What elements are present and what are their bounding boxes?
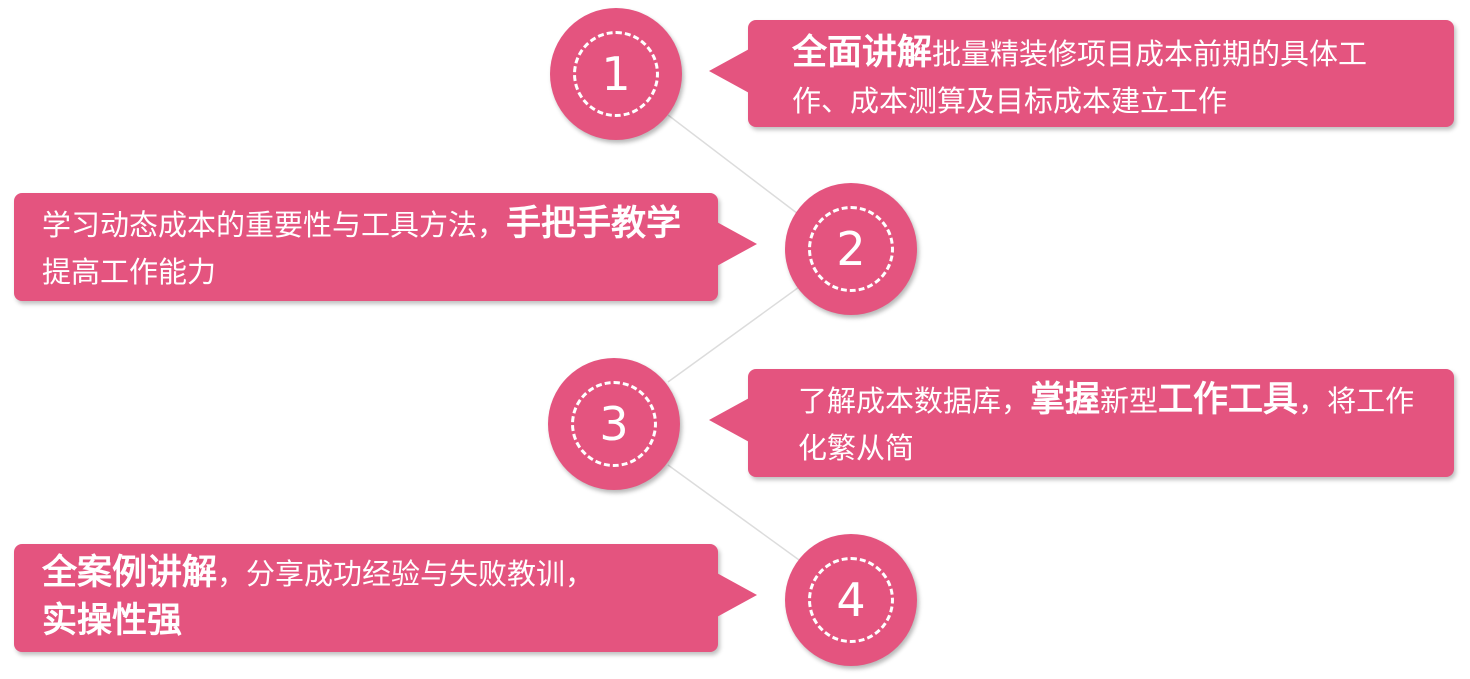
step-4-text: 全案例讲解，分享成功经验与失败教训， 实操性强 [42,550,698,646]
step-4-bold: 全案例讲解 [42,553,218,593]
step-3-body: 了解成本数据库， [798,384,1031,418]
step-3-body-3: ，将工作化繁从简 [798,384,1415,465]
step-3-body-2: 新型 [1100,384,1159,418]
step-4-bold-2: 实操性强 [42,601,183,641]
step-1-body: 批量精装修项目成本前期的具体工作、成本测算及目标成本建立工作 [792,37,1368,118]
step-3-tail [709,397,751,443]
step-1-number: 1 [573,31,659,117]
step-1-bold: 全面讲解 [792,33,933,73]
step-4-tail [715,572,757,618]
step-4-circle: 4 [785,534,917,666]
step-2-bubble: 学习动态成本的重要性与工具方法，手把手教学提高工作能力 [14,193,757,301]
step-3-bubble: 了解成本数据库，掌握新型工作工具，将工作化繁从简 [709,369,1454,477]
step-3-bold-2: 工作工具 [1158,380,1299,420]
step-3-number: 3 [571,381,657,467]
step-4-body: ，分享成功经验与失败教训， [217,557,595,591]
step-3-circle: 3 [548,358,680,490]
step-2-body-2: 提高工作能力 [42,255,217,289]
step-4-bubble: 全案例讲解，分享成功经验与失败教训， 实操性强 [14,544,757,652]
step-2-bold: 手把手教学 [506,204,682,244]
step-2-body: 学习动态成本的重要性与工具方法， [42,208,507,242]
step-2-text: 学习动态成本的重要性与工具方法，手把手教学提高工作能力 [42,201,698,296]
step-1-tail [709,48,751,94]
step-2-number: 2 [808,206,894,292]
step-1-text: 全面讲解批量精装修项目成本前期的具体工作、成本测算及目标成本建立工作 [792,30,1424,125]
step-4-number: 4 [808,557,894,643]
step-1-circle: 1 [550,8,682,140]
step-2-tail [715,221,757,267]
step-3-bold: 掌握 [1030,380,1101,420]
step-3-text: 了解成本数据库，掌握新型工作工具，将工作化繁从简 [798,377,1424,472]
step-1-bubble: 全面讲解批量精装修项目成本前期的具体工作、成本测算及目标成本建立工作 [709,20,1454,127]
step-2-circle: 2 [785,183,917,315]
